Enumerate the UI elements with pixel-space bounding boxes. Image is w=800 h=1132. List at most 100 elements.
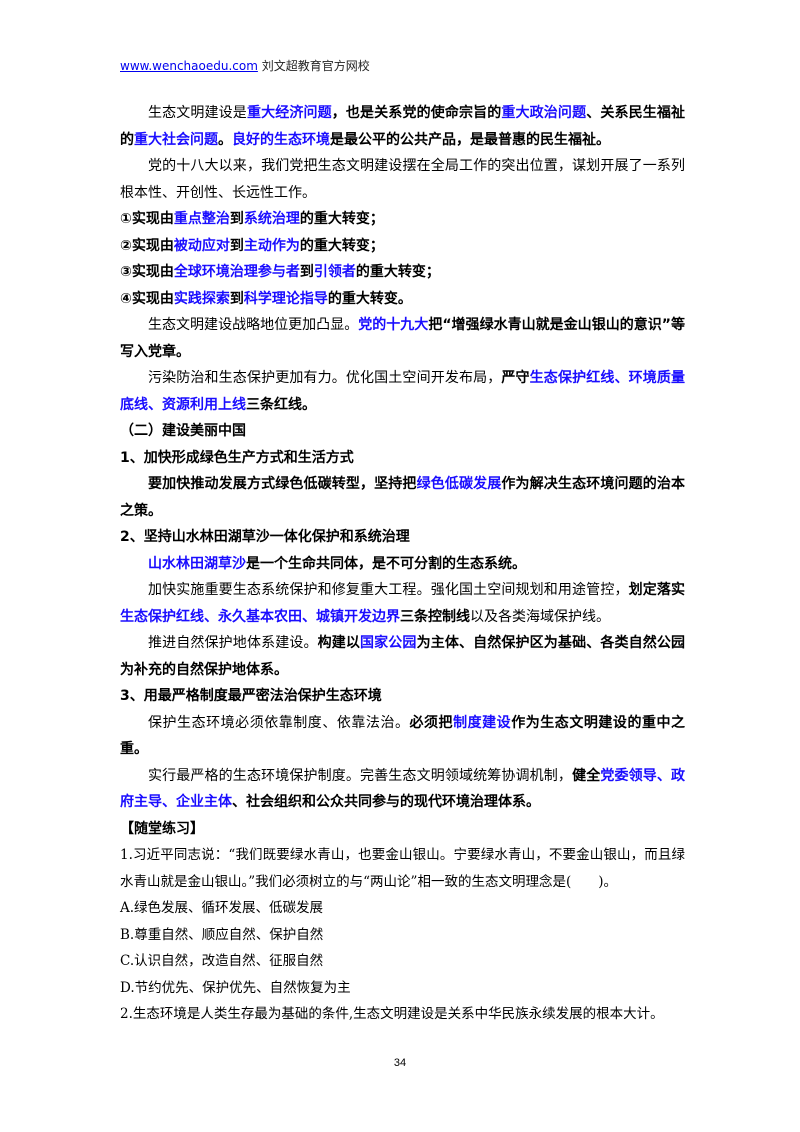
- text-segment: 以及各类海域保护线。: [470, 608, 610, 625]
- text-segment: 是最公平的公共产品，是最普惠的民生福祉。: [330, 131, 610, 148]
- text-segment: 到: [299, 264, 314, 280]
- highlighted-term: 主动作为: [243, 237, 300, 254]
- highlighted-term: 生态保护红线、永久基本农田、城镇开发边界: [120, 608, 400, 625]
- text-segment: 推进自然保护地体系建设。: [148, 635, 318, 651]
- paragraph-23: C.认识自然，改造自然、征服自然: [120, 948, 685, 975]
- paragraph-24: D.节约优先、保护优先、自然恢复为主: [120, 975, 685, 1002]
- paragraph-20: 1.习近平同志说：“我们既要绿水青山，也要金山银山。宁要绿水青山，不要金山银山，…: [120, 842, 685, 895]
- text-segment: 生态文明建设是: [148, 105, 247, 121]
- text-segment: 三条红线。: [246, 396, 316, 413]
- highlighted-term: 系统治理: [243, 211, 300, 227]
- text-segment: ③实现由: [120, 264, 174, 280]
- text-segment: 是一个生命共同体，是不可分割的生态系统。: [246, 555, 526, 572]
- highlighted-term: 全球环境治理参与者: [173, 264, 300, 280]
- text-segment: B.尊重自然、顺应自然、保护自然: [120, 926, 324, 943]
- paragraph-10: 1、加快形成绿色生产方式和生活方式: [120, 445, 685, 472]
- paragraph-8: 污染防治和生态保护更加有力。优化国土空间开发布局，严守生态保护红线、环境质量底线…: [120, 365, 685, 418]
- text-segment: 作为解决生态环境问题的治本之策。: [120, 476, 686, 519]
- text-segment: 作为生态文明建设的重中之重。: [120, 714, 686, 758]
- text-segment: 把“增强绿水青山就是金山银山的意识”等写入党章。: [120, 317, 685, 360]
- text-segment: 。: [218, 131, 232, 148]
- text-segment: 生态文明建设战略地位更加凸显。: [148, 317, 359, 333]
- paragraph-18: 实行最严格的生态环境保护制度。完善生态文明领域统筹协调机制，健全党委领导、政府主…: [120, 763, 685, 816]
- text-segment: 的重大转变；: [299, 237, 384, 254]
- paragraph-16: 3、用最严格制度最严密法治保护生态环境: [120, 683, 685, 710]
- text-segment: 三条控制线: [400, 608, 470, 625]
- text-segment: 构建以: [317, 635, 361, 651]
- paragraph-4: ②实现由被动应对到主动作为的重大转变；: [120, 233, 685, 260]
- text-segment: 实行最严格的生态环境保护制度。完善生态文明领域统筹协调机制，: [148, 767, 573, 784]
- site-name: 刘文超教育官方网校: [257, 59, 370, 73]
- highlighted-term: 重点整治: [173, 211, 230, 227]
- highlighted-term: 生态保护红线、环境质量底线、资源利用上线: [120, 370, 686, 413]
- text-segment: 、关系民生福祉的: [120, 105, 686, 148]
- text-segment: ，也是关系党的使命宗旨的: [331, 105, 502, 121]
- paragraph-2: 党的十八大以来，我们党把生态文明建设摆在全局工作的突出位置，谋划开展了一系列根本…: [120, 153, 685, 206]
- paragraph-5: ③实现由全球环境治理参与者到引领者的重大转变；: [120, 259, 685, 286]
- highlighted-term: 实践探索: [173, 290, 230, 307]
- text-segment: 1.习近平同志说：“我们既要绿水青山，也要金山银山。宁要绿水青山，不要金山银山，…: [120, 847, 685, 890]
- paragraph-22: B.尊重自然、顺应自然、保护自然: [120, 922, 685, 949]
- text-segment: 必须把: [409, 714, 454, 731]
- site-link[interactable]: www.wenchaoedu.com: [120, 59, 258, 73]
- paragraph-13: 山水林田湖草沙是一个生命共同体，是不可分割的生态系统。: [120, 551, 685, 578]
- highlighted-term: 重大社会问题: [134, 131, 218, 148]
- text-segment: 【随堂练习】: [120, 820, 204, 837]
- text-segment: 划定落实: [628, 582, 685, 598]
- paragraph-21: A.绿色发展、循环发展、低碳发展: [120, 895, 685, 922]
- text-segment: 加快实施重要生态系统保护和修复重大工程。强化国土空间规划和用途管控，: [148, 582, 629, 598]
- text-segment: ④实现由: [120, 290, 174, 307]
- highlighted-term: 重大政治问题: [501, 105, 587, 121]
- highlighted-term: 被动应对: [173, 237, 230, 254]
- text-segment: ②实现由: [120, 237, 174, 254]
- paragraph-7: 生态文明建设战略地位更加凸显。党的十九大把“增强绿水青山就是金山银山的意识”等写…: [120, 312, 685, 365]
- paragraph-6: ④实现由实践探索到科学理论指导的重大转变。: [120, 286, 685, 313]
- text-segment: 保护生态环境必须依靠制度、依靠法治。: [148, 714, 410, 731]
- highlighted-term: 制度建设: [453, 714, 512, 731]
- highlighted-term: 重大经济问题: [246, 105, 332, 121]
- text-segment: C.认识自然，改造自然、征服自然: [120, 953, 324, 969]
- text-segment: 污染防治和生态保护更加有力。优化国土空间开发布局，: [148, 370, 502, 386]
- paragraph-25: 2.生态环境是人类生存最为基础的条件,生态文明建设是关系中华民族永续发展的根本大…: [120, 1001, 685, 1028]
- highlighted-term: 良好的生态环境: [232, 131, 330, 148]
- text-segment: 的重大转变。: [327, 290, 412, 307]
- paragraph-14: 加快实施重要生态系统保护和修复重大工程。强化国土空间规划和用途管控，划定落实生态…: [120, 577, 685, 630]
- paragraph-3: ①实现由重点整治到系统治理的重大转变；: [120, 206, 685, 233]
- paragraph-9: （二）建设美丽中国: [120, 418, 685, 445]
- highlighted-term: 党委领导、政府主导、企业主体: [120, 767, 686, 811]
- document-body: 生态文明建设是重大经济问题，也是关系党的使命宗旨的重大政治问题、关系民生福祉的重…: [120, 100, 685, 1028]
- text-segment: 到: [229, 211, 244, 227]
- highlighted-term: 党的十九大: [358, 317, 429, 333]
- highlighted-term: 绿色低碳发展: [416, 476, 502, 492]
- highlighted-term: 引领者: [313, 264, 356, 280]
- highlighted-term: 国家公园: [360, 635, 417, 651]
- text-segment: 为主体、自然保护区为基础、各类自然公园为补充的自然保护地体系。: [120, 635, 686, 678]
- text-segment: 到: [229, 290, 244, 307]
- text-segment: 2.生态环境是人类生存最为基础的条件,生态文明建设是关系中华民族永续发展的根本大…: [120, 1006, 664, 1022]
- text-segment: ①实现由: [120, 211, 174, 227]
- paragraph-11: 要加快推动发展方式绿色低碳转型，坚持把绿色低碳发展作为解决生态环境问题的治本之策…: [120, 471, 685, 524]
- page-number: 34: [393, 1057, 407, 1069]
- paragraph-19: 【随堂练习】: [120, 816, 685, 843]
- paragraph-15: 推进自然保护地体系建设。构建以国家公园为主体、自然保护区为基础、各类自然公园为补…: [120, 630, 685, 683]
- page-header: www.wenchaoedu.com 刘文超教育官方网校: [120, 58, 370, 74]
- text-segment: 党的十八大以来，我们党把生态文明建设摆在全局工作的突出位置，谋划开展了一系列根本…: [120, 158, 685, 201]
- text-segment: 的重大转变；: [299, 211, 384, 227]
- text-segment: 、社会组织和公众共同参与的现代环境治理体系。: [232, 794, 540, 810]
- text-segment: 3、用最严格制度最严密法治保护生态环境: [120, 688, 382, 704]
- text-segment: 2、坚持山水林田湖草沙一体化保护和系统治理: [120, 529, 410, 545]
- highlighted-term: 山水林田湖草沙: [148, 555, 246, 572]
- highlighted-term: 科学理论指导: [243, 290, 328, 307]
- text-segment: 严守: [501, 370, 530, 386]
- paragraph-17: 保护生态环境必须依靠制度、依靠法治。必须把制度建设作为生态文明建设的重中之重。: [120, 710, 685, 763]
- paragraph-1: 生态文明建设是重大经济问题，也是关系党的使命宗旨的重大政治问题、关系民生福祉的重…: [120, 100, 685, 153]
- text-segment: D.节约优先、保护优先、自然恢复为主: [120, 979, 351, 996]
- text-segment: 1、加快形成绿色生产方式和生活方式: [120, 449, 354, 466]
- text-segment: 的重大转变；: [355, 264, 440, 280]
- paragraph-12: 2、坚持山水林田湖草沙一体化保护和系统治理: [120, 524, 685, 551]
- text-segment: 健全: [572, 767, 601, 784]
- text-segment: （二）建设美丽中国: [120, 423, 246, 439]
- text-segment: 到: [229, 237, 244, 254]
- text-segment: 要加快推动发展方式绿色低碳转型，坚持把: [148, 476, 417, 492]
- text-segment: A.绿色发展、循环发展、低碳发展: [120, 900, 324, 916]
